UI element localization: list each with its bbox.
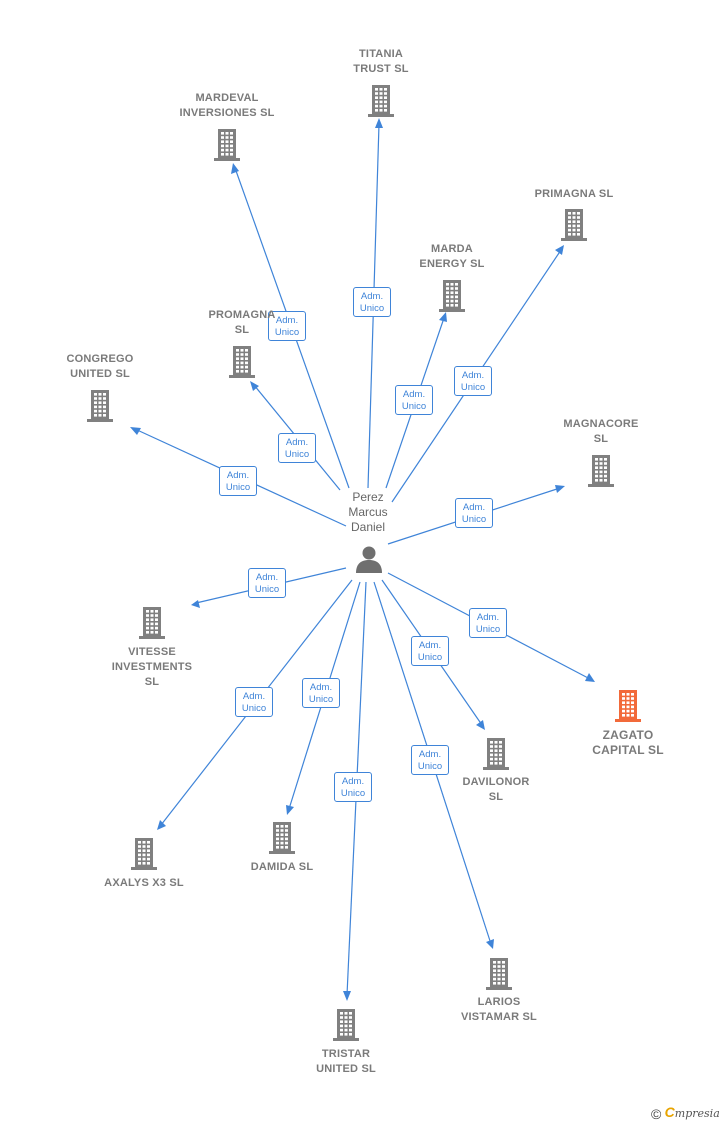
company-node-titania[interactable]: TITANIA TRUST SL: [301, 0, 461, 117]
company-label: TRISTAR UNITED SL: [316, 1048, 376, 1075]
building-icon: [439, 280, 465, 312]
person-icon: [356, 546, 382, 573]
company-node-mardeval[interactable]: MARDEVAL INVERSIONES SL: [147, 0, 307, 161]
brand-initial: C: [664, 1104, 675, 1120]
role-box-davilonor[interactable]: Adm. Unico: [411, 636, 449, 666]
company-node-congrego[interactable]: CONGREGO UNITED SL: [20, 0, 180, 422]
company-label: MAGNACORE SL: [563, 418, 639, 445]
role-box-congrego[interactable]: Adm. Unico: [219, 466, 257, 496]
company-label: DAVILONOR SL: [462, 776, 530, 803]
building-icon: [561, 209, 587, 241]
company-node-zagato[interactable]: ZAGATO CAPITAL SL: [548, 0, 708, 757]
person-node[interactable]: Perez Marcus Daniel: [318, 490, 418, 580]
company-node-tristar[interactable]: TRISTAR UNITED SL: [266, 0, 426, 1075]
building-icon: [486, 958, 512, 990]
building-icon: [229, 346, 255, 378]
company-label: MARDA ENERGY SL: [419, 243, 485, 270]
company-node-axalys[interactable]: AXALYS X3 SL: [64, 0, 224, 889]
building-icon: [588, 455, 614, 487]
role-box-titania[interactable]: Adm. Unico: [353, 287, 391, 317]
role-box-zagato[interactable]: Adm. Unico: [469, 608, 507, 638]
building-icon: [368, 85, 394, 117]
company-label: PROMAGNA SL: [208, 309, 276, 336]
company-node-davilonor[interactable]: DAVILONOR SL: [416, 0, 576, 803]
company-label: AXALYS X3 SL: [104, 877, 184, 889]
company-node-magnacore[interactable]: MAGNACORE SL: [521, 0, 681, 487]
company-node-larios[interactable]: LARIOS VISTAMAR SL: [419, 0, 579, 1023]
building-icon: [131, 838, 157, 870]
building-icon: [214, 129, 240, 161]
company-node-damida[interactable]: DAMIDA SL: [202, 0, 362, 873]
building-icon: [615, 690, 641, 722]
company-label: ZAGATO CAPITAL SL: [592, 728, 664, 757]
building-icon: [483, 738, 509, 770]
building-icon: [269, 822, 295, 854]
building-icon: [87, 390, 113, 422]
company-label: TITANIA TRUST SL: [353, 48, 409, 75]
company-node-promagna[interactable]: PROMAGNA SL: [162, 0, 322, 378]
empresia-watermark: © Cmpresia: [651, 1104, 728, 1124]
role-box-mardeval[interactable]: Adm. Unico: [268, 311, 306, 341]
role-box-tristar[interactable]: Adm. Unico: [334, 772, 372, 802]
building-icon: [333, 1009, 359, 1041]
company-label: CONGREGO UNITED SL: [66, 353, 134, 380]
brand-name: mpresia: [674, 1107, 720, 1120]
company-node-primagna[interactable]: PRIMAGNA SL: [494, 0, 654, 241]
company-label: MARDEVAL INVERSIONES SL: [179, 92, 275, 119]
company-node-marda[interactable]: MARDA ENERGY SL: [372, 0, 532, 312]
copyright-symbol: ©: [651, 1105, 662, 1122]
building-icon: [139, 607, 165, 639]
role-box-primagna[interactable]: Adm. Unico: [454, 366, 492, 396]
role-box-axalys[interactable]: Adm. Unico: [235, 687, 273, 717]
company-label: VITESSE INVESTMENTS SL: [111, 646, 193, 688]
role-box-marda[interactable]: Adm. Unico: [395, 385, 433, 415]
role-box-promagna[interactable]: Adm. Unico: [278, 433, 316, 463]
company-node-vitesse[interactable]: VITESSE INVESTMENTS SL: [72, 0, 232, 688]
person-name: Perez Marcus Daniel: [348, 490, 388, 534]
role-box-larios[interactable]: Adm. Unico: [411, 745, 449, 775]
role-box-vitesse[interactable]: Adm. Unico: [248, 568, 286, 598]
role-box-damida[interactable]: Adm. Unico: [302, 678, 340, 708]
company-label: PRIMAGNA SL: [534, 188, 614, 200]
company-label: LARIOS VISTAMAR SL: [461, 996, 537, 1023]
company-label: DAMIDA SL: [250, 861, 314, 873]
role-box-magnacore[interactable]: Adm. Unico: [455, 498, 493, 528]
